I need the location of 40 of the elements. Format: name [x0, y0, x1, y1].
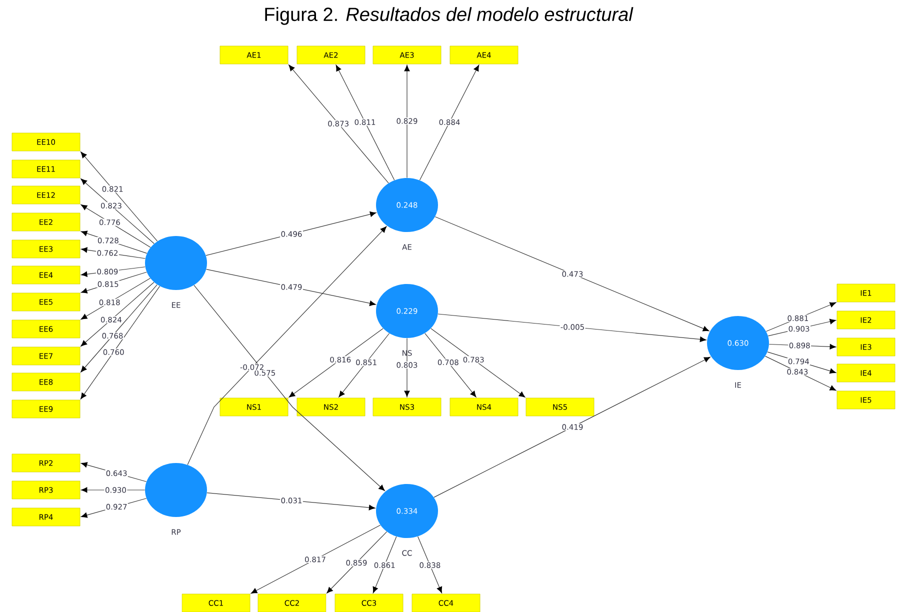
arrow	[336, 64, 395, 180]
arrow	[80, 286, 160, 400]
arrow	[764, 356, 836, 391]
arrow	[288, 328, 384, 398]
arrow	[768, 318, 836, 336]
arrow	[250, 524, 381, 594]
arrow	[80, 178, 154, 244]
arrow	[419, 64, 480, 180]
arrow	[372, 536, 397, 594]
arrow	[80, 278, 150, 320]
arrow	[288, 64, 389, 184]
arrow	[206, 269, 376, 306]
arrow	[767, 352, 836, 374]
arrow	[80, 247, 146, 259]
arrow	[80, 204, 151, 248]
arrow	[766, 302, 836, 332]
arrow	[326, 531, 388, 594]
arrow	[81, 266, 146, 277]
arrow	[338, 333, 390, 398]
arrow	[206, 211, 376, 256]
arrow	[434, 356, 710, 498]
arrow	[80, 284, 158, 372]
arrow	[434, 216, 710, 332]
arrow	[187, 226, 387, 466]
arrow	[80, 498, 147, 518]
arrow	[430, 328, 526, 398]
arrow	[80, 272, 147, 294]
arrow	[80, 152, 158, 242]
arrow	[438, 314, 706, 342]
arrow	[424, 332, 476, 398]
arrow	[206, 492, 376, 510]
arrow	[404, 338, 410, 397]
arrow	[80, 230, 148, 254]
arrow	[194, 284, 385, 491]
arrow	[418, 536, 442, 594]
figure-title: Figura 2. Resultados del modelo estructural	[265, 7, 634, 25]
arrow	[768, 344, 836, 350]
arrow	[81, 487, 146, 493]
arrow	[80, 282, 154, 346]
arrow	[404, 64, 410, 178]
